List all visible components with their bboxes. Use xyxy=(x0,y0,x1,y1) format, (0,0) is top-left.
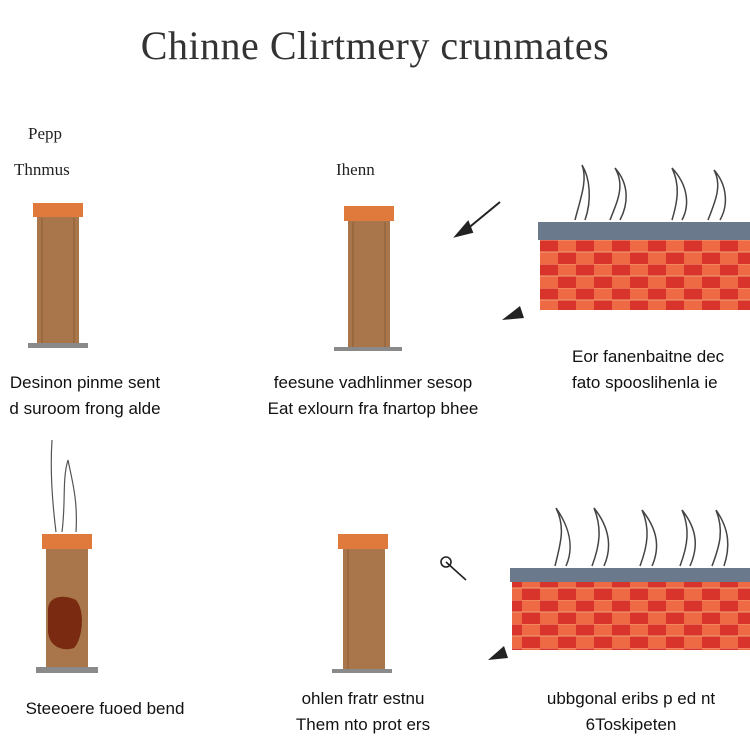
caption-line: Eat exlourn fra fnartop bhee xyxy=(267,399,479,418)
caption-top-left: Desinon pinme sent d suroom frong alde xyxy=(0,370,170,422)
flame-icon xyxy=(554,507,729,567)
caption-line: 6Toskipeten xyxy=(585,715,677,734)
caption-line: d suroom frong alde xyxy=(9,399,161,418)
caption-line: Them nto prot ers xyxy=(295,715,431,734)
brick-wall-top-right xyxy=(538,164,750,310)
caption-bottom-left: Steeoere fuoed bend xyxy=(0,696,210,722)
pointer-icon xyxy=(502,306,524,320)
arrow-icon xyxy=(453,201,501,238)
caption-line: ubbgonal eribs p ed nt xyxy=(546,689,716,708)
caption-bottom-right: ubbgonal eribs p ed nt 6Toskipeten xyxy=(512,686,750,738)
caption-line: Desinon pinme sent xyxy=(9,373,161,392)
chimney-column-top-center xyxy=(334,206,402,351)
caption-line: Eor fanenbaitne dec xyxy=(572,347,725,366)
caption-line: fato spooslihenla ie xyxy=(572,373,718,392)
chimney-column-bottom-left xyxy=(36,439,98,673)
pointer-icon xyxy=(488,646,508,660)
flame-icon xyxy=(574,164,727,221)
chimney-column-top-left xyxy=(28,203,88,348)
caption-line: Steeoere fuoed bend xyxy=(25,699,185,718)
caption-bottom-center: ohlen fratr estnu Them nto prot ers xyxy=(268,686,458,738)
arrow-icon xyxy=(440,556,467,581)
caption-line: ohlen fratr estnu xyxy=(301,689,425,708)
caption-top-right: Eor fanenbaitne dec fato spooslihenla ie xyxy=(572,344,750,396)
diagram-title: Chinne Clirtmery crunmates xyxy=(140,23,610,68)
brick-wall-bottom-right xyxy=(510,507,750,650)
top-left-label-1: Pepp xyxy=(28,124,62,143)
chimney-column-bottom-center xyxy=(332,534,392,673)
top-left-label-2: Thnmus xyxy=(14,160,70,179)
caption-top-center: feesune vadhlinmer sesop Eat exlourn fra… xyxy=(238,370,508,422)
top-center-label: Ihenn xyxy=(336,160,375,179)
caption-line: feesune vadhlinmer sesop xyxy=(273,373,473,392)
